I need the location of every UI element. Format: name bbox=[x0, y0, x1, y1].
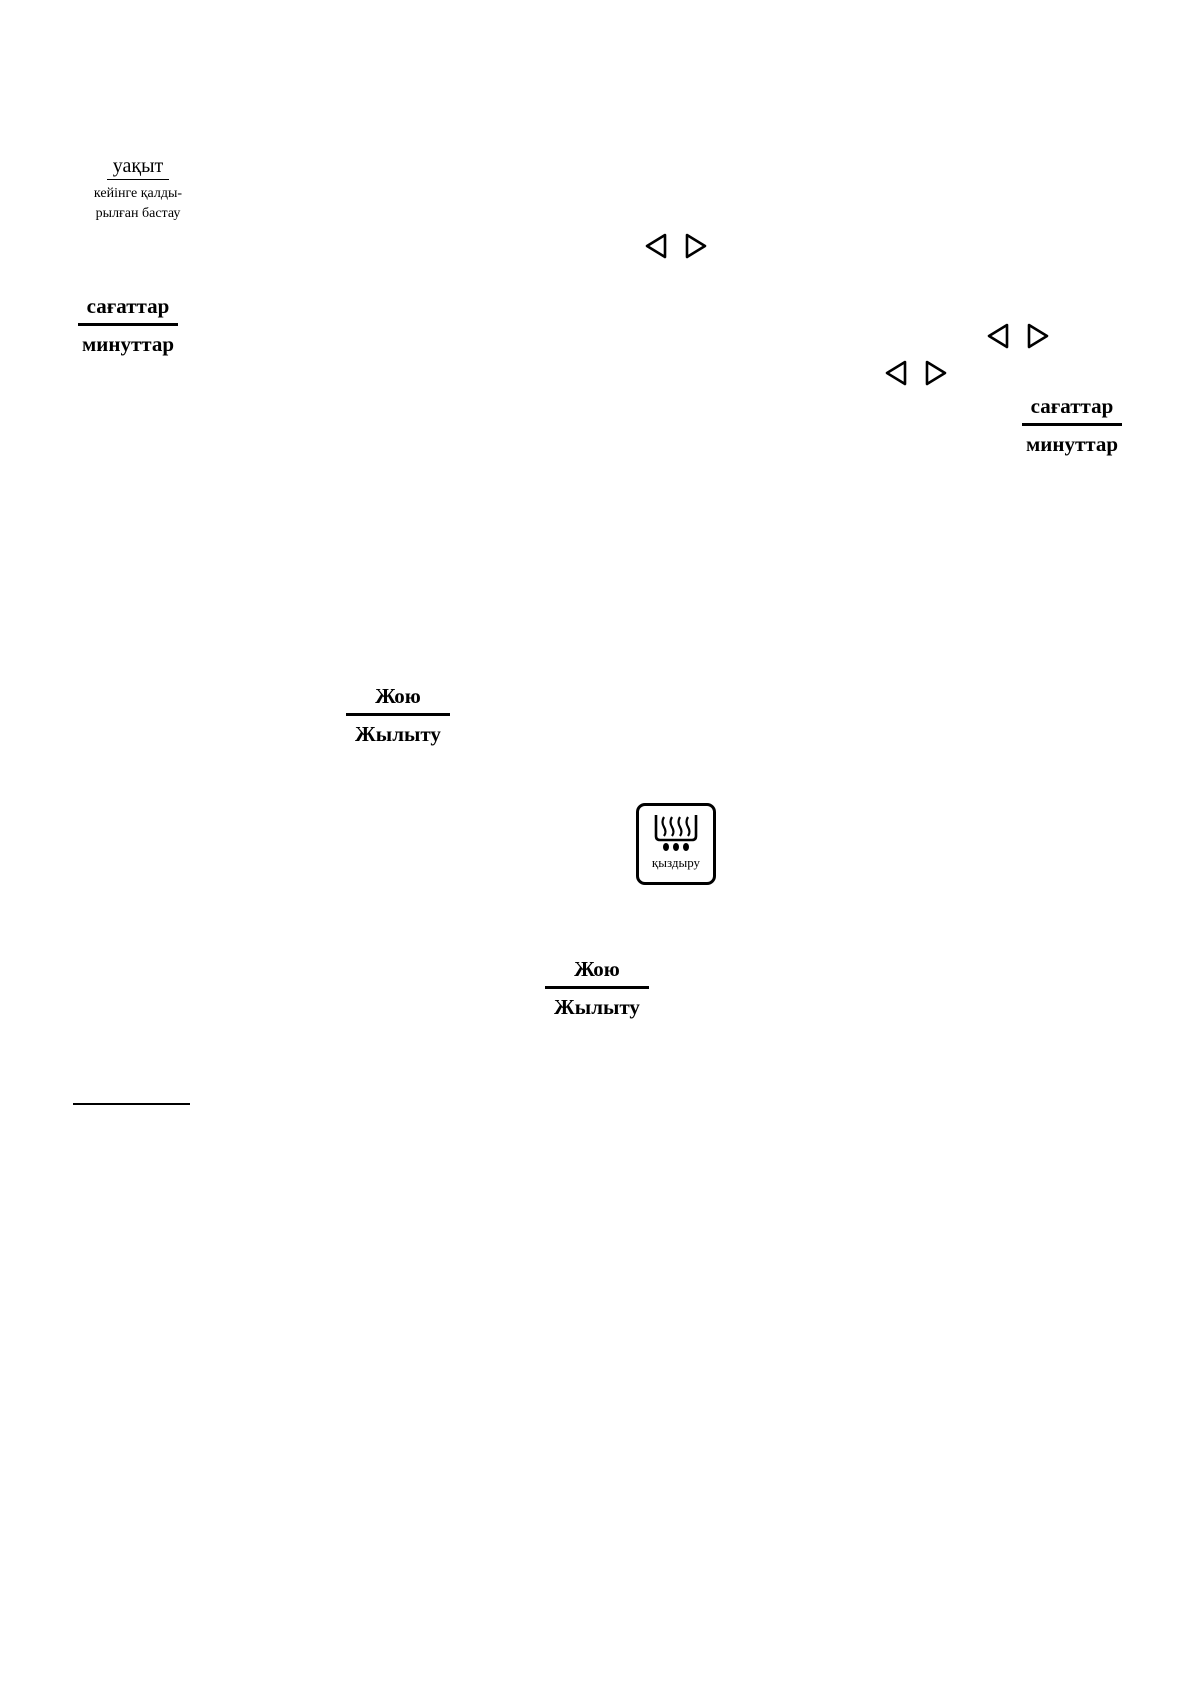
left-arrow-icon bbox=[645, 233, 667, 259]
clean-heat-label-2: Жою Жылыту bbox=[545, 959, 649, 1018]
heating-button-icon: қыздыру bbox=[636, 803, 716, 885]
right-arrow-icon bbox=[1027, 323, 1049, 349]
arrow-pair-1 bbox=[643, 233, 709, 259]
right-arrow-icon bbox=[925, 360, 947, 386]
fraction-bar bbox=[78, 323, 178, 326]
fraction-bar bbox=[545, 986, 649, 989]
clean-heat-label-1: Жою Жылыту bbox=[346, 686, 450, 745]
left-arrow-icon bbox=[885, 360, 907, 386]
steam-heating-icon bbox=[654, 815, 698, 851]
delayed-start-line-2: рылған бастау bbox=[95, 206, 181, 221]
footnote-separator bbox=[73, 1103, 190, 1105]
hours-minutes-label-right: сағаттар минуттар bbox=[1022, 396, 1122, 455]
left-arrow-icon bbox=[987, 323, 1009, 349]
clean-label: Жою bbox=[574, 957, 620, 981]
hours-minutes-label-left: сағаттар минуттар bbox=[78, 296, 178, 355]
arrow-pair-3 bbox=[883, 360, 949, 386]
heat-label: Жылыту bbox=[355, 722, 441, 746]
minutes-label: минуттар bbox=[81, 332, 175, 356]
time-label-title: уақыт bbox=[106, 156, 170, 180]
clean-label: Жою bbox=[375, 684, 421, 708]
heat-label: Жылыту bbox=[554, 995, 640, 1019]
hours-label: сағаттар bbox=[86, 294, 170, 318]
fraction-bar bbox=[1022, 423, 1122, 426]
hours-label: сағаттар bbox=[1030, 394, 1114, 418]
minutes-label: минуттар bbox=[1025, 432, 1119, 456]
heating-label: қыздыру bbox=[651, 855, 701, 870]
delayed-start-time-label: уақыт кейінге қалды- рылған бастау bbox=[78, 156, 198, 224]
delayed-start-line-1: кейінге қалды- bbox=[93, 186, 183, 201]
right-arrow-icon bbox=[685, 233, 707, 259]
arrow-pair-2 bbox=[985, 323, 1051, 349]
fraction-bar bbox=[346, 713, 450, 716]
